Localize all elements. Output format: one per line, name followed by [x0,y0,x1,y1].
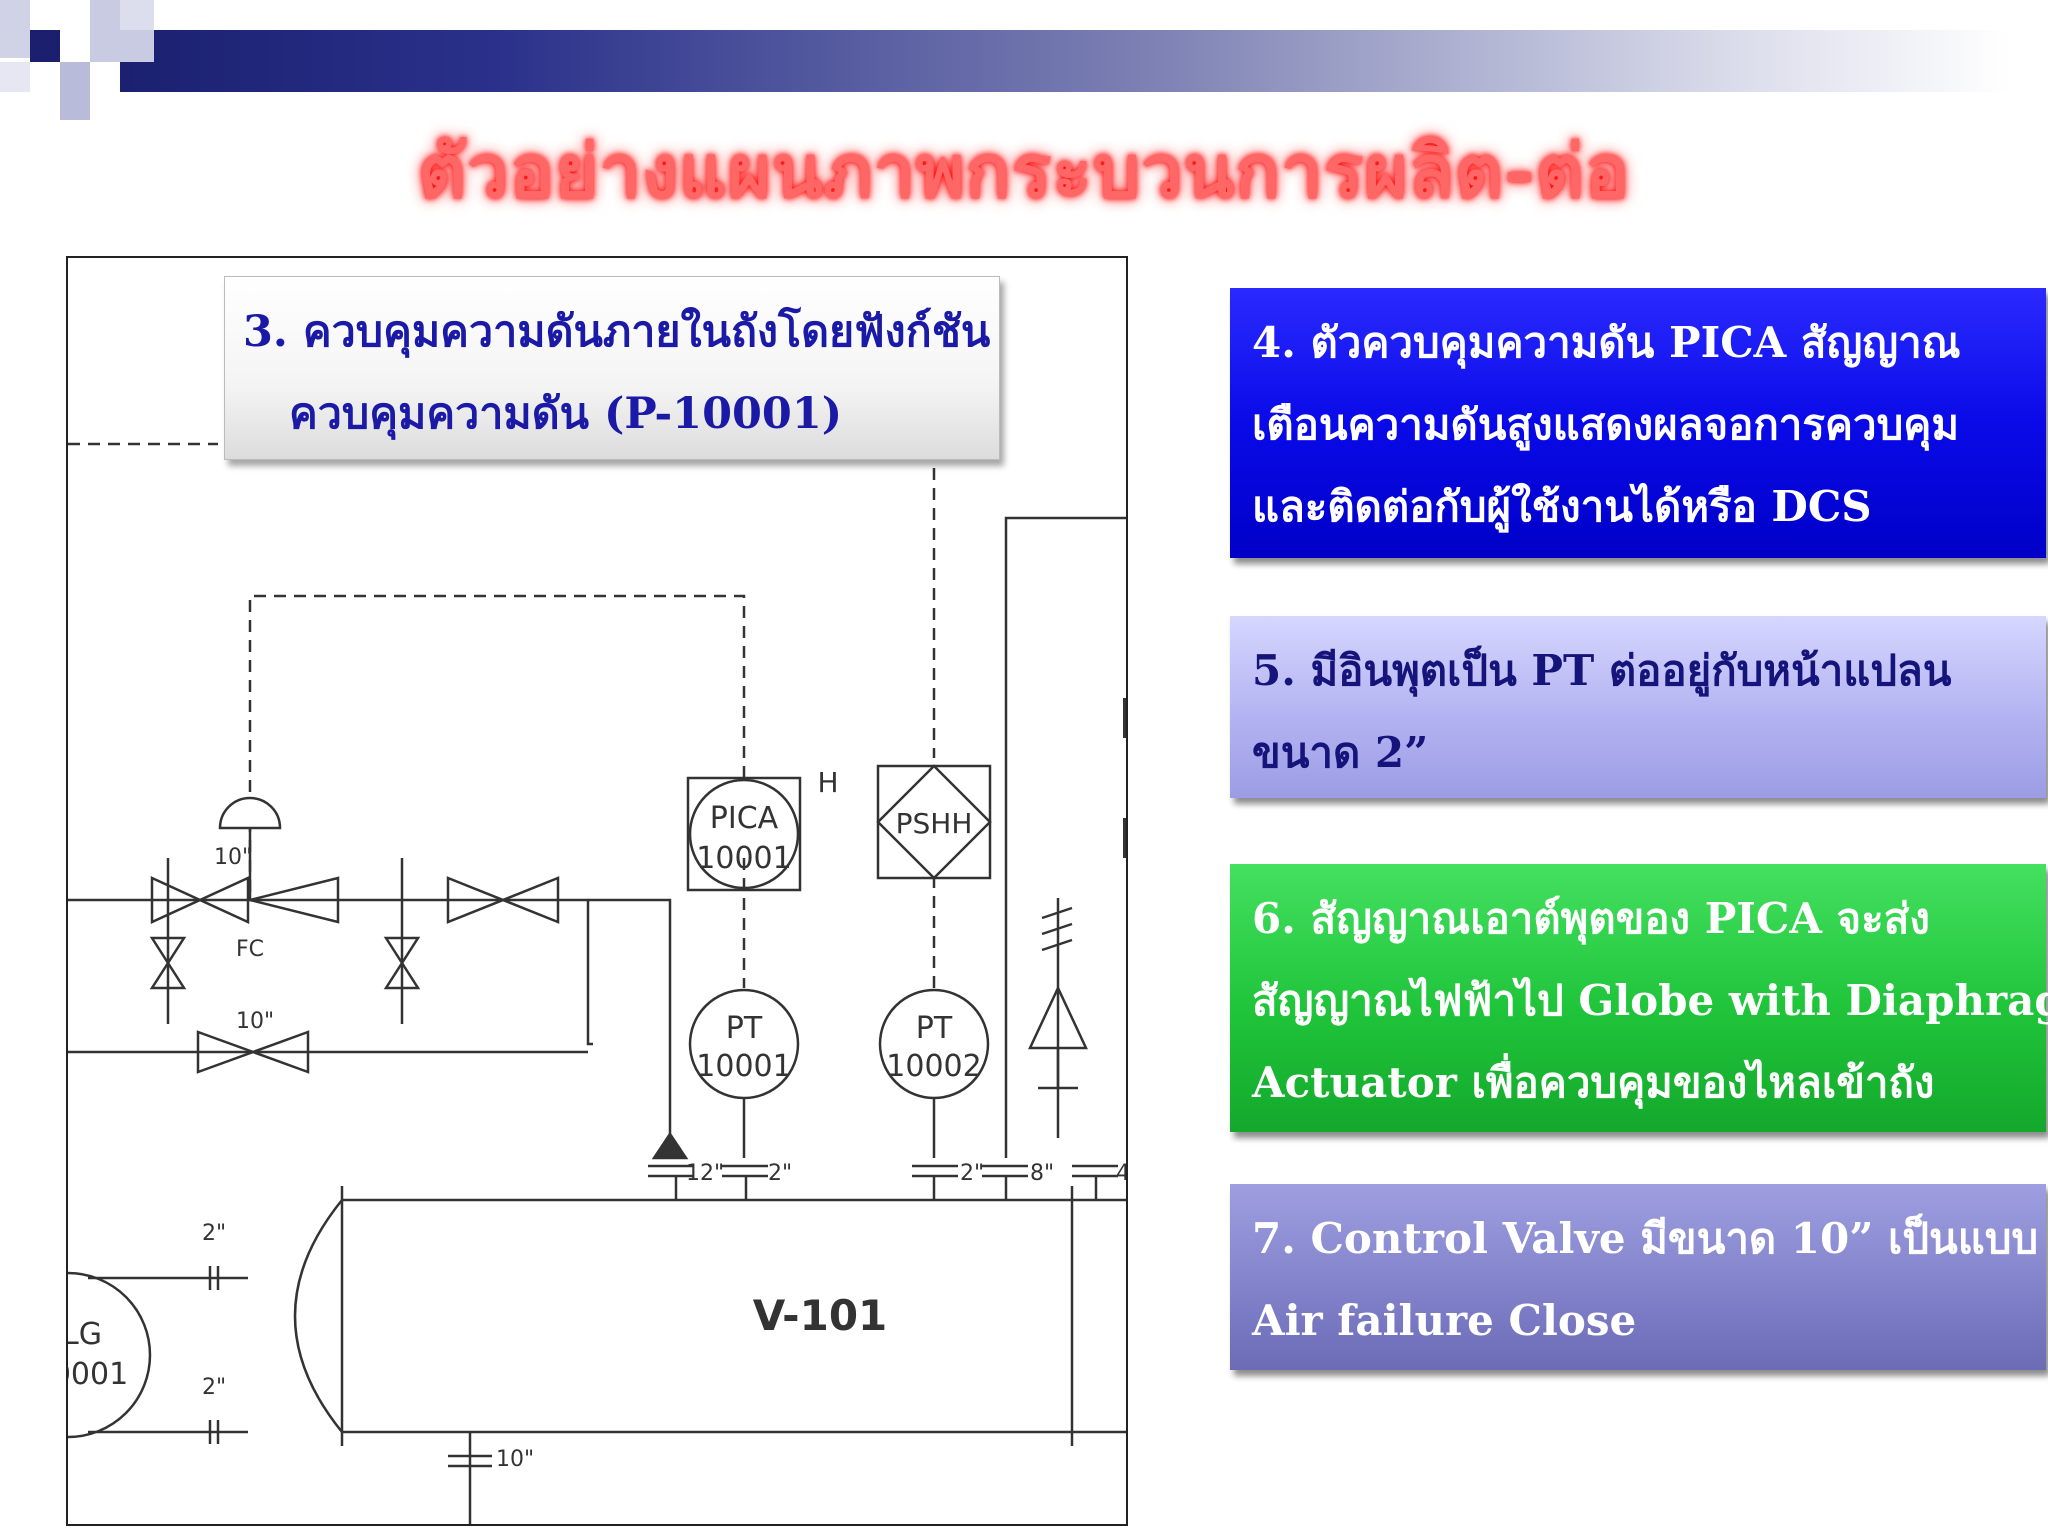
lg-label: LG [68,1317,102,1352]
valve-size-bottom: 10" [236,1009,274,1034]
note-4-line-2: เตือนความดันสูงแสดงผลจอการควบคุม [1252,400,1960,449]
callout-box-3: 3. ควบคุมความดันภายในถังโดยฟังก์ชัน ควบค… [224,276,1000,460]
valve-fc-label: FC [236,937,264,962]
valve-size-top: 10" [214,845,252,870]
drain-valve-mid [383,936,421,990]
lg-flanges [208,1266,220,1444]
isolation-valve [446,876,560,924]
callout-3-line-2: ควบคุมความดัน (P-10001) [289,389,843,439]
note-7-line-1: 7. Control Valve มีขนาด 10” เป็นแบบ [1252,1214,2039,1263]
note-6-line-3: Actuator เพื่อควบคุมของไหลเข้าถัง [1252,1058,1935,1107]
valve-body-left [150,876,250,924]
nozzle-2a-label: 2" [768,1161,792,1186]
bottom-nozzle-flange [448,1454,492,1468]
note-box-5: 5. มีอินพุตเป็น PT ต่ออยู่กับหน้าแปลน ขน… [1230,616,2046,798]
nozzle-4-label: 4 [1116,1161,1126,1186]
signal-line-pica-valve [248,594,746,892]
bypass-valve [196,1030,310,1074]
nozzle-2b-label: 2" [960,1161,984,1186]
vessel-tag: V-101 [753,1291,888,1340]
note-4-line-3: และติดต่อกับผู้ใช้งานได้หรือ DCS [1252,482,1872,531]
nozzle-2b [912,1164,958,1178]
pt1-number: 10001 [696,1049,791,1084]
nozzle-stubs [674,1176,1098,1200]
note-7-line-2: Air failure Close [1252,1296,1637,1345]
nozzle-lg-bottom-label: 2" [202,1375,226,1400]
note-4-line-1: 4. ตัวควบคุมความดัน PICA สัญญาณ [1252,318,1961,367]
lg-circle [68,1271,152,1439]
note-box-7: 7. Control Valve มีขนาด 10” เป็นแบบ Air … [1230,1184,2046,1370]
pt1-label: PT [726,1011,763,1046]
lg-connections [88,1276,248,1434]
alarm-h-label: H [817,766,838,799]
pica-number: 10001 [696,841,791,876]
pica-label: PICA [710,801,779,836]
vessel-head-left [293,1199,343,1433]
pid-diagram: PICA 10001 H PSHH PT 10001 PT 10002 10" … [66,256,1128,1526]
pica-circle [688,778,800,890]
note-6-line-1: 6. สัญญาณเอาต์พุตของ PICA จะส่ง [1252,894,1930,943]
nozzle-lg-top-label: 2" [202,1221,226,1246]
pt2-number: 10002 [886,1049,981,1084]
relief-hatch [1041,906,1073,952]
inlet-arrow [651,1131,689,1160]
pica-square [686,776,802,892]
nozzle-12 [648,1164,694,1178]
pshh-diamond [876,764,992,880]
drain-valve-left [149,936,187,990]
callout-3-line-1: 3. ควบคุมความดันภายในถังโดยฟังก์ชัน [243,307,991,357]
valve-actuator [218,796,282,830]
nozzle-bottom-label: 10" [496,1447,534,1472]
pipe-to-vessel [588,898,672,1158]
nozzle-8-label: 8" [1030,1161,1054,1186]
valve-body-right [249,876,340,924]
note-6-line-2: สัญญาณไฟฟ้าไป Globe with Diaphragm [1252,976,2048,1025]
relief-base [1038,1048,1078,1090]
lg-number: 0001 [68,1357,128,1392]
header-bar [120,30,2010,92]
pipe-right [1004,516,1126,1158]
nozzle-12-label: 12" [686,1161,724,1186]
nozzle-4 [1072,1164,1118,1178]
note-box-4: 4. ตัวควบคุมความดัน PICA สัญญาณ เตือนควา… [1230,288,2046,558]
nozzle-8 [982,1164,1028,1178]
pipe-to-bypass [402,898,593,1046]
pshh-label: PSHH [896,807,973,840]
slide-title: ตัวอย่างแผนภาพกระบวนการผลิต-ต่อ [417,129,1631,215]
note-5-line-1: 5. มีอินพุตเป็น PT ต่ออยู่กับหน้าแปลน [1252,646,1952,695]
header-squares [0,0,160,125]
note-box-6: 6. สัญญาณเอาต์พุตของ PICA จะส่ง สัญญาณไฟ… [1230,864,2048,1132]
pid-drawing: PICA 10001 H PSHH PT 10001 PT 10002 10" … [68,442,1126,1524]
note-5-line-2: ขนาด 2” [1252,728,1429,777]
pt2-label: PT [916,1011,953,1046]
nozzle-2a [722,1164,768,1178]
